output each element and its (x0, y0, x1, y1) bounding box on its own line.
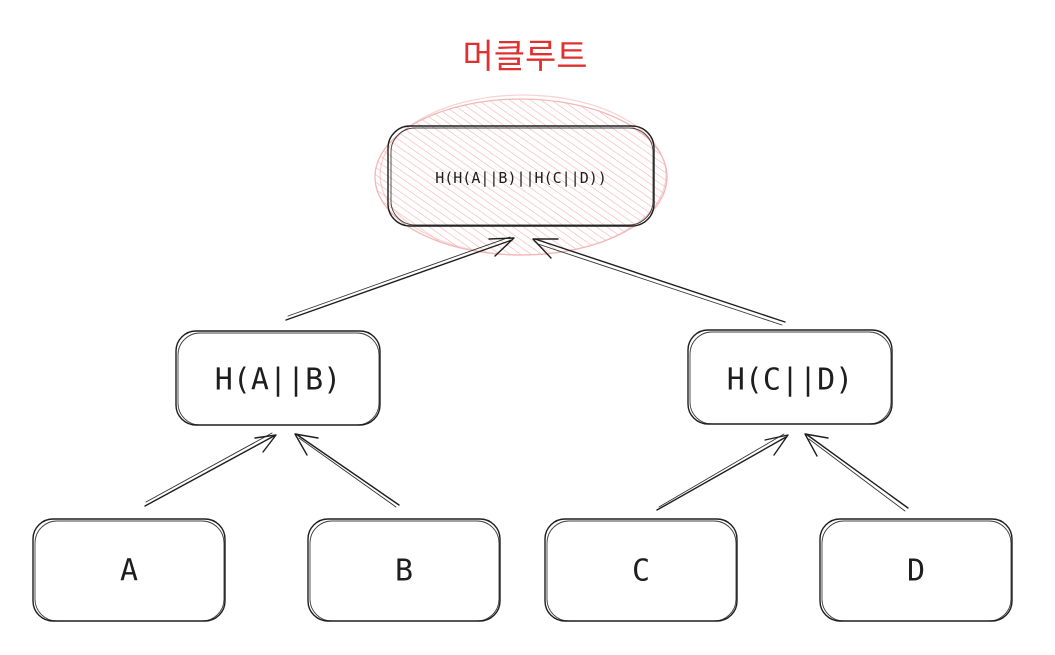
node-c[interactable]: C (544, 518, 738, 622)
arrow-d-to-hcd (804, 433, 909, 512)
node-d[interactable]: D (819, 518, 1013, 622)
arrow-hab-to-root (285, 236, 515, 321)
node-b[interactable]: B (307, 518, 501, 622)
arrow-hcd-to-root (532, 238, 786, 326)
node-root[interactable]: H(H(A||B)||H(C||D)) (387, 125, 655, 227)
node-a-label: A (120, 554, 138, 589)
node-d-label: D (907, 554, 925, 589)
merkle-root-title: 머클루트 (462, 37, 587, 77)
node-c-label: C (632, 554, 650, 589)
node-b-label: B (395, 554, 413, 589)
node-hab[interactable]: H(A||B) (175, 330, 381, 426)
node-a[interactable]: A (32, 518, 226, 622)
node-hcd[interactable]: H(C||D) (687, 329, 893, 425)
arrow-b-to-hab (294, 433, 400, 508)
root-highlight (374, 94, 668, 256)
node-hcd-label: H(C||D) (727, 363, 853, 398)
node-root-label: H(H(A||B)||H(C||D)) (435, 169, 607, 187)
node-hab-label: H(A||B) (215, 363, 341, 398)
arrow-a-to-hab (144, 432, 277, 507)
arrow-c-to-hcd (656, 433, 789, 511)
